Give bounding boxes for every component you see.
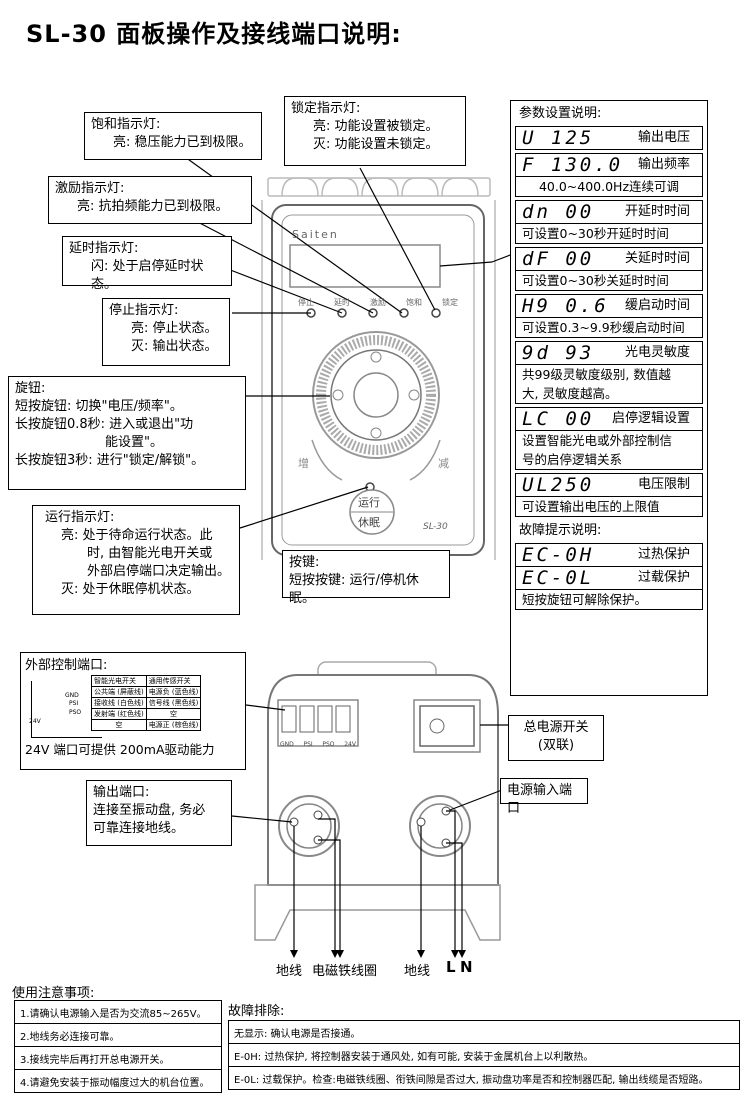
page-title: SL-30 面板操作及接线端口说明: xyxy=(26,20,402,48)
led-labels: 停止 延时 激励 饱和 锁定 xyxy=(298,297,458,308)
live-label: L xyxy=(446,958,456,976)
coil-label: 电磁铁线圈 xyxy=(312,964,378,979)
excitation-callout: 激励指示灯: 亮: 抗拍频能力已到极限。 xyxy=(48,176,252,224)
troubleshoot-table: 无显示: 确认电源是否接通。 E-0H: 过热保护, 将控制器安装于通风处, 如… xyxy=(228,1020,740,1090)
sleep-button-label[interactable]: 休眠 xyxy=(358,516,380,529)
led-label: 停止 xyxy=(298,298,314,307)
output-callout: 输出端口: 连接至振动盘, 务必 可靠连接地线。 xyxy=(86,780,232,846)
led-label: 延时 xyxy=(334,298,350,307)
notes-table: 1.请确认电源输入是否为交流85~265V。 2.地线务必连接可靠。 3.接线完… xyxy=(14,1000,222,1093)
ground-label: 地线 xyxy=(404,964,431,979)
run-button-label[interactable]: 运行 xyxy=(358,496,380,509)
neutral-label: N xyxy=(460,958,473,976)
led-label: 激励 xyxy=(370,298,386,307)
notes-title: 使用注意事项: xyxy=(12,986,95,1001)
external-port-callout: 外部控制端口: 24V GND PSI PSO 智能光电开关通用传感开关 公共端… xyxy=(20,652,246,770)
decrease-label: 减 xyxy=(438,457,449,470)
troubleshoot-title: 故障排除: xyxy=(228,1004,285,1019)
delay-callout: 延时指示灯: 闪: 处于启停延时状态。 xyxy=(62,236,232,292)
brand-label: Saiten xyxy=(292,228,339,241)
button-callout: 按键: 短按按键: 运行/停机休眠。 xyxy=(282,550,450,606)
parameter-title: 参数设置说明: xyxy=(519,106,602,121)
lock-callout: 锁定指示灯: 亮: 功能设置被锁定。 灭: 功能设置未锁定。 xyxy=(284,96,466,166)
run-callout: 运行指示灯: 亮: 处于待命运行状态。此 时, 由智能光电开关或 外部启停端口决… xyxy=(32,505,240,615)
increase-label: 增 xyxy=(298,457,309,470)
saturation-callout: 饱和指示灯: 亮: 稳压能力已到极限。 xyxy=(84,112,262,160)
led-label: 饱和 xyxy=(406,298,422,307)
ground-label: 地线 xyxy=(276,964,303,979)
port-table: 智能光电开关通用传感开关 公共端 (屏蔽线)电源负 (蓝色线) 接收线 (白色线… xyxy=(91,675,202,731)
fault-title: 故障提示说明: xyxy=(519,523,602,538)
knob-callout: 旋钮: 短按旋钮: 切换"电压/频率"。 长按旋钮0.8秒: 进入或退出"功 能… xyxy=(8,376,246,490)
power-input-callout: 电源输入端口 xyxy=(500,778,588,816)
model-label: SL-30 xyxy=(423,522,448,532)
power-switch-callout: 总电源开关 (双联) xyxy=(508,715,604,761)
led-label: 锁定 xyxy=(442,298,458,307)
stop-callout: 停止指示灯: 亮: 停止状态。 灭: 输出状态。 xyxy=(102,298,230,366)
